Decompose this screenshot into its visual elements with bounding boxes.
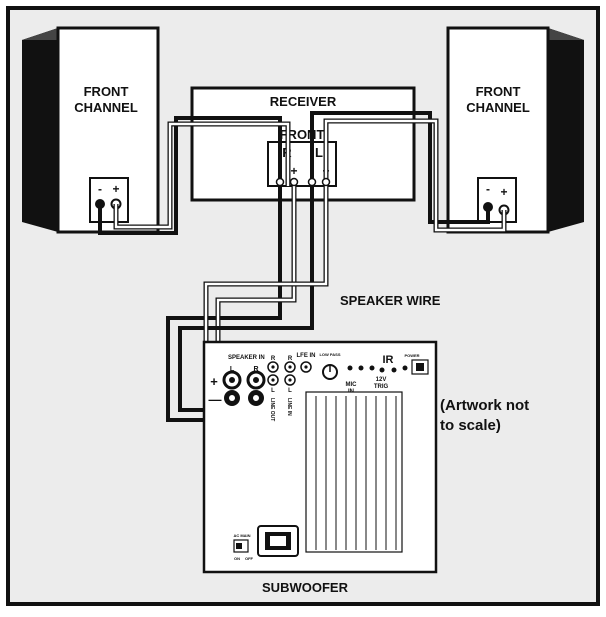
line-in-r-label: R — [288, 356, 293, 362]
receiver: RECEIVER FRONT R L - + - + — [190, 86, 416, 202]
right-speaker-terminal-plate — [477, 177, 517, 223]
right-terminal-minus: - — [486, 182, 490, 196]
speaker-cabinet-icon — [548, 28, 584, 232]
right-terminal-plus: + — [500, 185, 507, 199]
left-speaker-label-2: CHANNEL — [74, 100, 138, 115]
left-speaker-label-1: FRONT — [84, 84, 129, 99]
trig-label-1: 12V — [376, 377, 387, 383]
note-line-2: to scale) — [440, 417, 501, 434]
left-speaker: FRONT CHANNEL - + — [22, 26, 160, 234]
note-line-1: (Artwork not — [440, 397, 529, 414]
trig-label-2: TRIG — [374, 384, 389, 390]
subwoofer-label: SUBWOOFER — [262, 580, 349, 595]
receiver-posts — [275, 177, 331, 187]
speaker-in-plus-label: + — [210, 374, 218, 389]
binding-post-icon — [307, 177, 317, 187]
heatsink-icon — [305, 391, 403, 553]
mic-in-label-1: MIC — [346, 382, 358, 388]
binding-post-icon — [275, 177, 285, 187]
left-terminal-minus: - — [98, 182, 102, 196]
receiver-channel-l: L — [315, 145, 323, 160]
receiver-label: RECEIVER — [270, 94, 337, 109]
low-pass-label: LOW PASS — [319, 352, 340, 357]
ir-label: IR — [383, 354, 394, 366]
binding-post-icon — [289, 177, 299, 187]
speaker-cabinet-icon — [22, 28, 58, 232]
line-out-label: LINE OUT — [269, 398, 275, 421]
ac-main-label: AC MAIN — [233, 533, 250, 538]
speaker-in-r-label: R — [253, 366, 258, 373]
line-out-l-label: L — [271, 388, 275, 394]
lfe-in-label: LFE IN — [297, 353, 316, 359]
subwoofer-panel: SPEAKER IN L R + — R R L L LINE OUT LINE… — [202, 340, 438, 574]
ac-on-label: ON — [234, 556, 240, 561]
line-in-l-label: L — [288, 388, 292, 394]
right-speaker-label-2: CHANNEL — [466, 100, 530, 115]
speaker-in-label: SPEAKER IN — [228, 355, 265, 361]
speaker-in-minus-label: — — [209, 392, 222, 407]
power-label: POWER — [404, 353, 419, 358]
right-speaker-label-1: FRONT — [476, 84, 521, 99]
right-speaker: FRONT CHANNEL - + — [446, 26, 584, 234]
ac-off-label: OFF — [245, 556, 254, 561]
speaker-in-l-label: L — [230, 366, 235, 373]
speaker-wire-label: SPEAKER WIRE — [340, 293, 441, 308]
left-speaker-terminal-plate — [89, 177, 129, 223]
left-terminal-plus: + — [112, 182, 119, 196]
receiver-r-plus: + — [290, 164, 297, 178]
binding-post-icon — [321, 177, 331, 187]
ac-socket-icon — [257, 525, 299, 557]
line-in-label: LINE IN — [286, 398, 292, 416]
line-out-r-label: R — [271, 356, 276, 362]
